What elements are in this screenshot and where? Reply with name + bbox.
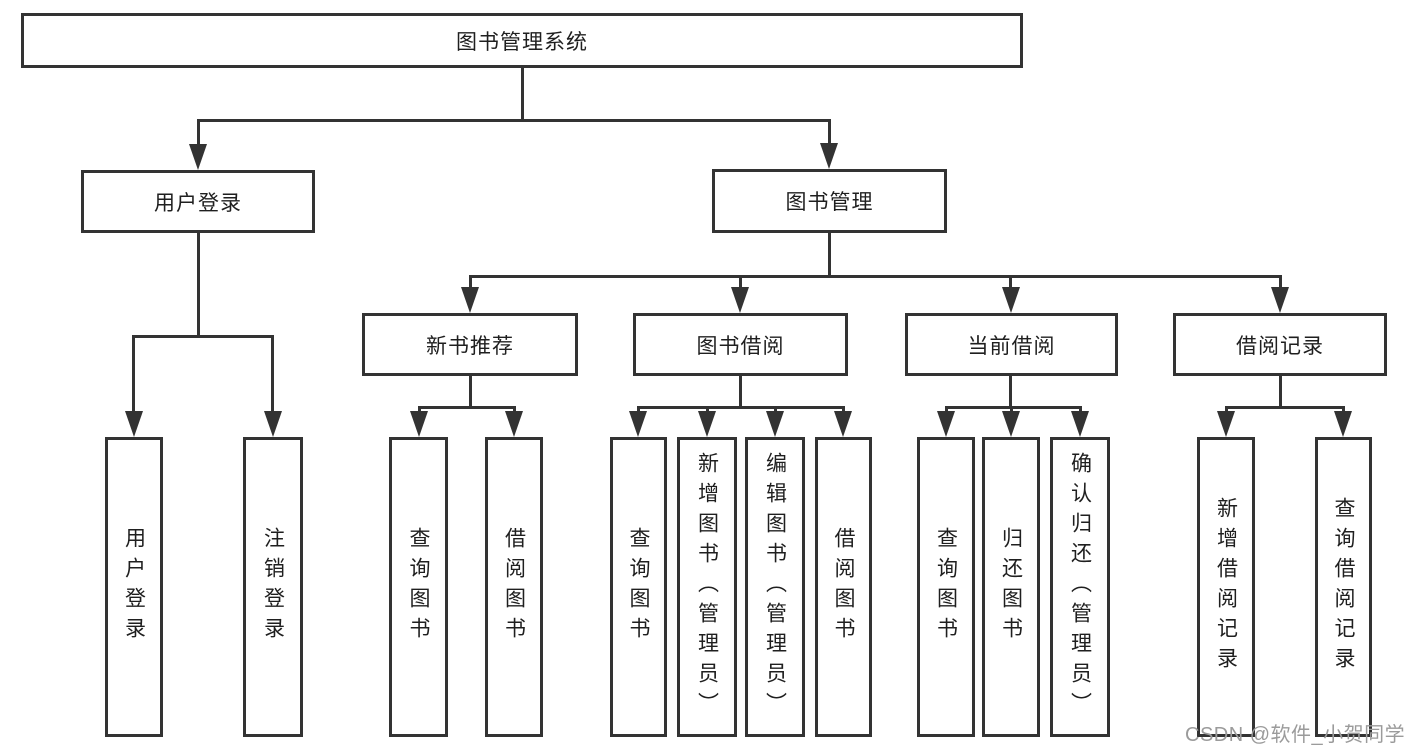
arrow-down-icon <box>698 411 716 437</box>
arrow-down-icon <box>1002 411 1020 437</box>
node-user-login: 用户登录 <box>81 170 315 233</box>
leaf-borrow-books-label: 借阅图书 <box>832 527 855 647</box>
node-book-borrowing-label: 图书借阅 <box>696 334 785 358</box>
connector-line <box>132 335 135 414</box>
leaf-user-login-label: 用户登录 <box>122 527 146 647</box>
leaf-query-books-current-label: 查询图书 <box>934 527 958 647</box>
node-current-borrowing: 当前借阅 <box>905 313 1118 376</box>
connector-line <box>197 233 200 338</box>
node-new-book-recommend: 新书推荐 <box>362 313 578 376</box>
leaf-return-books-label: 归还图书 <box>999 527 1023 647</box>
connector-line <box>828 119 831 146</box>
leaf-query-borrow-record-label: 查询借阅记录 <box>1332 497 1355 677</box>
connector-line <box>774 406 777 414</box>
node-book-borrowing: 图书借阅 <box>633 313 848 376</box>
connector-line <box>945 406 1082 409</box>
arrow-down-icon <box>937 411 955 437</box>
connector-line <box>637 406 845 409</box>
node-book-management-label: 图书管理 <box>785 191 874 214</box>
leaf-query-books-recommend: 查询图书 <box>389 437 448 737</box>
node-book-management: 图书管理 <box>712 169 947 233</box>
connector-line <box>1279 376 1282 409</box>
leaf-edit-books-admin-label: 编辑图书（管理员） <box>763 452 787 722</box>
arrow-down-icon <box>264 411 282 437</box>
arrow-down-icon <box>1002 287 1020 313</box>
arrow-down-icon <box>1071 411 1089 437</box>
leaf-return-books: 归还图书 <box>982 437 1040 737</box>
arrow-down-icon <box>1334 411 1352 437</box>
connector-line <box>1009 376 1012 409</box>
connector-line <box>828 233 831 278</box>
connector-line <box>469 376 472 409</box>
leaf-query-books-borrowing-label: 查询图书 <box>627 527 650 647</box>
connector-line <box>706 406 709 414</box>
connector-line <box>521 68 524 122</box>
arrow-down-icon <box>629 411 647 437</box>
leaf-query-books-borrowing: 查询图书 <box>610 437 667 737</box>
leaf-query-borrow-record: 查询借阅记录 <box>1315 437 1372 737</box>
arrow-down-icon <box>766 411 784 437</box>
node-root: 图书管理系统 <box>21 13 1023 68</box>
connector-line <box>418 406 516 409</box>
connector-line <box>1279 275 1282 290</box>
leaf-logout-label: 注销登录 <box>261 527 285 647</box>
connector-line <box>513 406 516 414</box>
node-borrow-records-label: 借阅记录 <box>1236 334 1324 358</box>
connector-line <box>739 275 742 290</box>
node-user-login-label: 用户登录 <box>154 191 242 215</box>
connector-line <box>197 119 830 122</box>
node-borrow-records: 借阅记录 <box>1173 313 1387 376</box>
connector-line <box>469 275 472 290</box>
leaf-borrow-books-recommend: 借阅图书 <box>485 437 543 737</box>
leaf-borrow-books: 借阅图书 <box>815 437 872 737</box>
connector-line <box>945 406 948 414</box>
arrow-down-icon <box>1217 411 1235 437</box>
connector-line <box>1079 406 1082 414</box>
arrow-down-icon <box>461 287 479 313</box>
leaf-confirm-return-admin: 确认归还（管理员） <box>1050 437 1110 737</box>
leaf-add-borrow-record-label: 新增借阅记录 <box>1214 497 1238 677</box>
leaf-query-books-recommend-label: 查询图书 <box>407 527 430 647</box>
connector-line <box>1225 406 1228 414</box>
arrow-down-icon <box>505 411 523 437</box>
arrow-down-icon <box>834 411 852 437</box>
node-root-label: 图书管理系统 <box>456 30 588 54</box>
connector-line <box>842 406 845 414</box>
leaf-add-books-admin-label: 新增图书（管理员） <box>695 452 719 722</box>
arrow-down-icon <box>125 411 143 437</box>
arrow-down-icon <box>1271 287 1289 313</box>
arrow-down-icon <box>410 411 428 437</box>
node-current-borrowing-label: 当前借阅 <box>967 334 1056 358</box>
connector-line <box>1342 406 1345 414</box>
leaf-logout: 注销登录 <box>243 437 303 737</box>
connector-line <box>271 335 274 414</box>
arrow-down-icon <box>189 144 207 170</box>
leaf-edit-books-admin: 编辑图书（管理员） <box>745 437 805 737</box>
connector-line <box>418 406 421 414</box>
leaf-add-books-admin: 新增图书（管理员） <box>677 437 737 737</box>
arrow-down-icon <box>820 143 838 169</box>
connector-line <box>1009 275 1012 290</box>
leaf-query-books-current: 查询图书 <box>917 437 975 737</box>
connector-line <box>132 335 274 338</box>
connector-line <box>197 119 200 147</box>
connector-line <box>637 406 640 414</box>
leaf-confirm-return-admin-label: 确认归还（管理员） <box>1068 452 1092 722</box>
arrow-down-icon <box>731 287 749 313</box>
node-new-book-recommend-label: 新书推荐 <box>426 334 514 358</box>
leaf-user-login: 用户登录 <box>105 437 163 737</box>
connector-line <box>469 275 1282 278</box>
watermark-text: CSDN @软件_小贺同学 <box>1185 724 1405 746</box>
connector-line <box>1225 406 1345 409</box>
connector-line <box>1010 406 1013 414</box>
leaf-add-borrow-record: 新增借阅记录 <box>1197 437 1255 737</box>
connector-line <box>739 376 742 409</box>
leaf-borrow-books-recommend-label: 借阅图书 <box>502 527 526 647</box>
